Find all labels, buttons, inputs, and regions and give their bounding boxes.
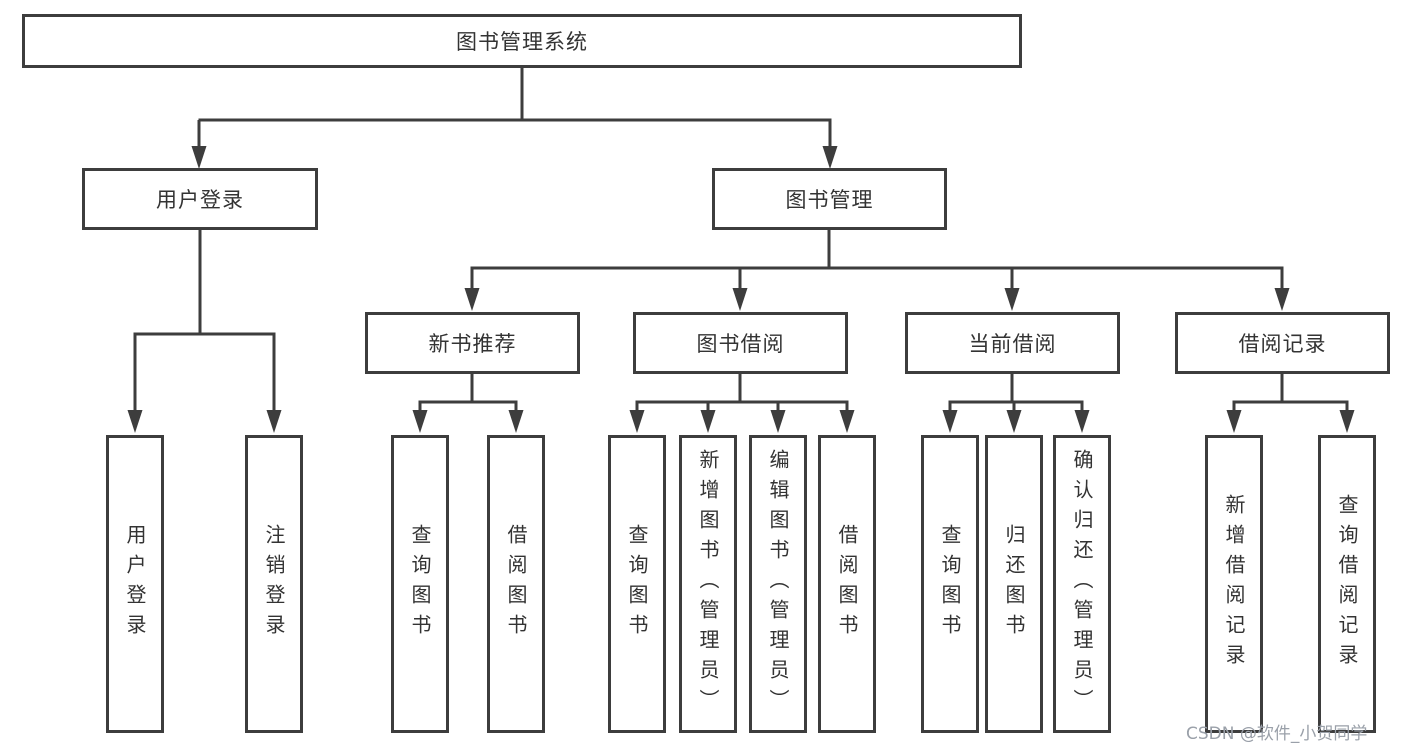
leaf-logout: 注销登录 bbox=[245, 435, 303, 733]
leaf-query-books-borrow: 查询图书 bbox=[608, 435, 666, 733]
node-current-borrow: 当前借阅 bbox=[905, 312, 1120, 374]
node-new-book-recommend: 新书推荐 bbox=[365, 312, 580, 374]
leaf-label: 用户登录 bbox=[123, 524, 147, 644]
leaf-edit-books-admin: 编辑图书（管理员） bbox=[749, 435, 807, 733]
node-label: 借阅记录 bbox=[1238, 332, 1327, 356]
leaf-label: 编辑图书（管理员） bbox=[766, 449, 790, 719]
node-label: 当前借阅 bbox=[968, 332, 1057, 356]
node-library-management-system: 图书管理系统 bbox=[22, 14, 1022, 68]
leaf-query-borrow-record: 查询借阅记录 bbox=[1318, 435, 1376, 733]
leaf-label: 查询借阅记录 bbox=[1335, 494, 1359, 674]
leaf-confirm-return-admin: 确认归还（管理员） bbox=[1053, 435, 1111, 733]
node-book-management: 图书管理 bbox=[712, 168, 947, 230]
leaf-label: 新增图书（管理员） bbox=[696, 449, 720, 719]
leaf-label: 借阅图书 bbox=[835, 524, 859, 644]
leaf-label: 查询图书 bbox=[408, 524, 432, 644]
leaf-borrow-books-recommend: 借阅图书 bbox=[487, 435, 545, 733]
csdn-watermark: CSDN @软件_小贺同学 bbox=[1186, 724, 1368, 744]
node-label: 用户登录 bbox=[156, 188, 244, 212]
leaf-label: 新增借阅记录 bbox=[1222, 494, 1246, 674]
leaf-borrow-books: 借阅图书 bbox=[818, 435, 876, 733]
leaf-label: 注销登录 bbox=[262, 524, 286, 644]
node-user-login: 用户登录 bbox=[82, 168, 318, 230]
leaf-label: 查询图书 bbox=[625, 524, 649, 644]
leaf-return-books: 归还图书 bbox=[985, 435, 1043, 733]
node-book-borrow: 图书借阅 bbox=[633, 312, 848, 374]
leaf-label: 归还图书 bbox=[1002, 524, 1026, 644]
leaf-label: 查询图书 bbox=[938, 524, 962, 644]
node-label: 图书管理系统 bbox=[456, 30, 588, 54]
leaf-label: 确认归还（管理员） bbox=[1070, 449, 1094, 719]
leaf-add-books-admin: 新增图书（管理员） bbox=[679, 435, 737, 733]
leaf-query-books-current: 查询图书 bbox=[921, 435, 979, 733]
node-label: 新书推荐 bbox=[428, 332, 517, 356]
node-borrow-records: 借阅记录 bbox=[1175, 312, 1390, 374]
node-label: 图书借阅 bbox=[696, 332, 785, 356]
node-label: 图书管理 bbox=[785, 188, 874, 212]
leaf-query-books-recommend: 查询图书 bbox=[391, 435, 449, 733]
leaf-label: 借阅图书 bbox=[504, 524, 528, 644]
leaf-add-borrow-record: 新增借阅记录 bbox=[1205, 435, 1263, 733]
leaf-user-login: 用户登录 bbox=[106, 435, 164, 733]
